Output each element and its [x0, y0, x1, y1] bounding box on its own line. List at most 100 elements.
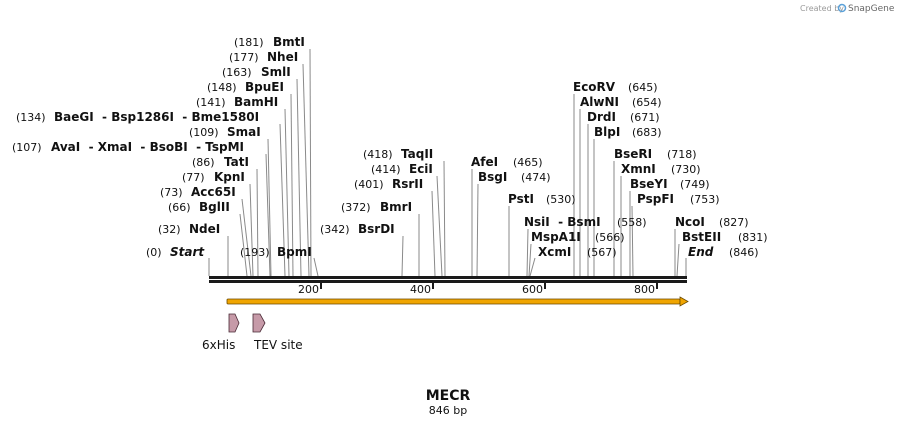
site-name: BseRI [614, 147, 652, 161]
feature-tev-site: TEV site [252, 313, 303, 352]
leader-line [256, 168, 259, 277]
site-position: (77) [182, 171, 205, 184]
site-name: SmaI [227, 125, 261, 139]
site-name: AvaI - XmaI - BsoBI - TspMI [51, 140, 244, 154]
feature-6xhis-marker [228, 313, 240, 333]
site-position: (141) [196, 96, 226, 109]
leader-line [309, 48, 312, 277]
site-position: (567) [587, 246, 617, 259]
site-name: NcoI [675, 215, 705, 229]
site-name: BmrI [380, 200, 412, 214]
site-name: AfeI [471, 155, 498, 169]
site-name: Acc65I [191, 185, 236, 199]
leader-line [476, 183, 479, 277]
site-position: (372) [341, 201, 371, 214]
site-name: DrdI [587, 110, 616, 124]
orf-bar [226, 298, 681, 305]
site-position: (401) [354, 178, 384, 191]
leader-line [528, 243, 532, 277]
site-position: (342) [320, 223, 350, 236]
site-position: (107) [12, 141, 42, 154]
site-name: PstI [508, 192, 534, 206]
leader-line [676, 243, 680, 277]
site-name: BglII [199, 200, 230, 214]
brand-text: SnapGene [848, 4, 895, 14]
map-length: 846 bp [429, 404, 467, 417]
site-position: (730) [671, 163, 701, 176]
leader-line [279, 123, 286, 277]
site-position: (683) [632, 126, 662, 139]
ruler-tick-label: 600 [522, 283, 543, 296]
site-position: (134) [16, 111, 46, 124]
site-position: (86) [192, 156, 215, 169]
site-name: BlpI [594, 125, 620, 139]
site-name: AlwNI [580, 95, 619, 109]
orf-arrowhead [679, 296, 689, 307]
site-name: BmtI [273, 35, 305, 49]
leader-line [443, 160, 446, 277]
site-name: XmnI [621, 162, 656, 176]
site-leader-lines [208, 48, 687, 277]
ruler-tick-label: 400 [410, 283, 431, 296]
site-position: (163) [222, 66, 252, 79]
site-position: (193) [240, 246, 270, 259]
site-name: BaeGI - Bsp1286I - Bme1580I [54, 110, 259, 124]
ruler-tick-label: 800 [634, 283, 655, 296]
feature-6xhis: 6xHis [202, 313, 240, 352]
site-position: (558) [617, 216, 647, 229]
snapgene-logo-icon [837, 3, 847, 13]
site-position: (566) [595, 231, 625, 244]
site-name: NsiI - BsmI [524, 215, 601, 229]
leader-line [631, 205, 634, 277]
leader-line [313, 257, 319, 277]
site-name: BseYI [630, 177, 668, 191]
site-position: (474) [521, 171, 551, 184]
site-position: (654) [632, 96, 662, 109]
site-name: TatI [224, 155, 249, 169]
site-name: BstEII [682, 230, 721, 244]
leader-line [284, 108, 290, 277]
site-position: (671) [630, 111, 660, 124]
site-name: TaqII [401, 147, 433, 161]
site-position: (645) [628, 81, 658, 94]
site-position: (718) [667, 148, 697, 161]
site-name: MspA1I [531, 230, 581, 244]
feature-6xhis-label: 6xHis [202, 338, 235, 352]
leader-line [239, 213, 248, 277]
site-name: BamHI [234, 95, 278, 109]
site-name: XcmI [538, 245, 571, 259]
restriction-site-labels: (0) Start (32) NdeI (66) BglII (73) Acc6… [12, 35, 768, 259]
site-name: BsrDI [358, 222, 395, 236]
site-position: (109) [189, 126, 219, 139]
site-name: End [688, 245, 714, 259]
ruler: 200 400 600 800 [298, 283, 658, 296]
site-position: (831) [738, 231, 768, 244]
feature-tev-site-marker [252, 313, 266, 333]
feature-tev-site-label: TEV site [253, 338, 303, 352]
site-position: (0) [146, 246, 162, 259]
site-position: (177) [229, 51, 259, 64]
leader-line [526, 228, 529, 277]
site-name: EciI [409, 162, 433, 176]
leader-line [436, 175, 443, 277]
site-position: (148) [207, 81, 237, 94]
site-name: NheI [267, 50, 298, 64]
site-position: (181) [234, 36, 264, 49]
leader-line [431, 190, 436, 277]
leader-line [249, 183, 254, 277]
site-name: BpmI [277, 245, 312, 259]
site-position: (749) [680, 178, 710, 191]
site-position: (66) [168, 201, 191, 214]
dna-backbone [209, 276, 687, 283]
leader-line [296, 78, 302, 277]
credit-text: Created by [800, 4, 844, 13]
site-position: (530) [546, 193, 576, 206]
leader-line [529, 257, 536, 277]
ruler-tick-label: 200 [298, 283, 319, 296]
site-name: BsgI [478, 170, 507, 184]
site-name: NdeI [189, 222, 220, 236]
site-position: (418) [363, 148, 393, 161]
leader-line [267, 138, 272, 277]
